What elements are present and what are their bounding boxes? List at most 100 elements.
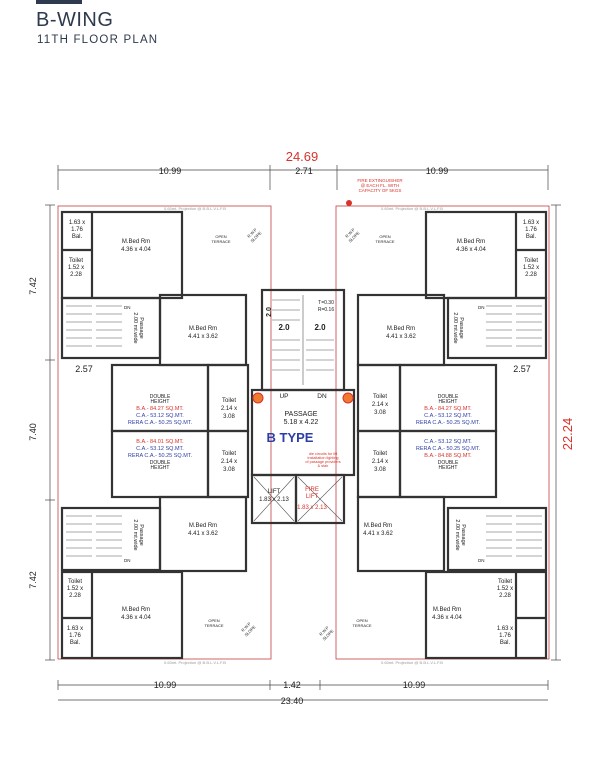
- svg-text:B.A.- 84.27 SQ.MT.: B.A.- 84.27 SQ.MT.: [136, 406, 184, 412]
- page-title: B-WING: [36, 9, 114, 31]
- svg-text:die circuits for lift: die circuits for lift: [309, 452, 338, 456]
- svg-text:4.36 x 4.04: 4.36 x 4.04: [121, 615, 151, 621]
- unit-middle-left: DOUBLE HEIGHT B.A.- 84.27 SQ.MT. C.A.- 5…: [128, 394, 237, 473]
- svg-text:2.28: 2.28: [69, 593, 81, 599]
- svg-text:4.41 x 3.62: 4.41 x 3.62: [188, 334, 218, 340]
- svg-text:4.36 x 4.04: 4.36 x 4.04: [432, 615, 462, 621]
- stair-down: DN: [317, 393, 327, 400]
- svg-text:C.A.- 53.12 SQ.MT.: C.A.- 53.12 SQ.MT.: [136, 413, 184, 419]
- svg-text:Toilet: Toilet: [222, 451, 236, 457]
- stair-treads: [66, 295, 542, 557]
- side-stair-markers: DN DN DN DN: [124, 305, 485, 563]
- svg-text:FIRE EXTINGUISHER: FIRE EXTINGUISHER: [357, 178, 403, 183]
- svg-text:Toilet: Toilet: [222, 398, 236, 404]
- walls: [60, 210, 548, 660]
- svg-text:4.41 x 3.62: 4.41 x 3.62: [386, 334, 416, 340]
- svg-text:1.52 x: 1.52 x: [68, 265, 84, 271]
- svg-text:HEIGHT: HEIGHT: [151, 465, 170, 471]
- svg-text:Passage: Passage: [138, 317, 144, 338]
- svg-text:3.08: 3.08: [374, 410, 386, 416]
- svg-text:1.52 x: 1.52 x: [497, 586, 513, 592]
- svg-text:2.0: 2.0: [314, 323, 326, 332]
- svg-text:0.60mt. Projection @ B.B.L.V.L: 0.60mt. Projection @ B.B.L.V.L.F.B: [164, 660, 226, 665]
- svg-text:Toilet: Toilet: [373, 394, 387, 400]
- svg-text:1.76: 1.76: [525, 227, 537, 233]
- svg-text:M.Bed Rm: M.Bed Rm: [457, 239, 485, 245]
- svg-text:DN: DN: [124, 558, 131, 563]
- svg-text:HEIGHT: HEIGHT: [439, 465, 458, 471]
- svg-text:LIFT: LIFT: [268, 489, 281, 495]
- svg-text:OPEN: OPEN: [356, 618, 367, 623]
- svg-text:M.Bed Rm: M.Bed Rm: [122, 607, 150, 613]
- svg-text:OPEN: OPEN: [208, 618, 219, 623]
- svg-text:OPEN: OPEN: [379, 234, 390, 239]
- svg-text:DN: DN: [478, 558, 485, 563]
- svg-text:1.52 x: 1.52 x: [523, 265, 539, 271]
- svg-text:R.W.P: R.W.P: [318, 625, 330, 637]
- svg-text:T=0.30: T=0.30: [318, 300, 334, 306]
- svg-text:1.63 x: 1.63 x: [67, 626, 83, 632]
- unit-left-bottom: M.Bed Rm 4.41 x 3.62 Passage 2.00 mt.wid…: [67, 519, 257, 646]
- dim-ledge-left: 2.57: [75, 364, 93, 374]
- svg-text:Bal.: Bal.: [500, 640, 511, 646]
- svg-text:DOUBLE: DOUBLE: [150, 394, 171, 400]
- svg-text:0.60mt. Projection @ B.B.L.V.L: 0.60mt. Projection @ B.B.L.V.L.F.B: [381, 660, 443, 665]
- dimension-lines: [45, 165, 561, 701]
- extinguisher-note: FIRE EXTINGUISHER @ EACH FL. WITH CAPACI…: [357, 178, 403, 193]
- svg-text:2.28: 2.28: [525, 272, 537, 278]
- svg-text:Bal.: Bal.: [72, 234, 83, 240]
- svg-text:DOUBLE: DOUBLE: [438, 460, 459, 466]
- unit-middle-right: DOUBLE HEIGHT B.A.- 84.27 SQ.MT. C.A.- 5…: [372, 394, 481, 473]
- svg-text:R.W.P: R.W.P: [344, 227, 356, 239]
- header-accent-bar: [36, 0, 82, 4]
- svg-text:Passage: Passage: [460, 524, 466, 545]
- svg-text:2.00 mt.wide: 2.00 mt.wide: [454, 519, 460, 550]
- projection-notes: 0.60mt. Projection @ B.B.L.V.L.F.B 0.60m…: [164, 206, 443, 665]
- dim-left-top: 7.42: [28, 277, 38, 295]
- svg-text:RERA C.A.- 50.25 SQ.MT.: RERA C.A.- 50.25 SQ.MT.: [416, 420, 481, 426]
- dimension-text: 24.69 10.99 2.71 10.99 10.99 1.42 10.99 …: [28, 149, 575, 706]
- svg-text:0.60mt. Projection @ B.B.L.V.L: 0.60mt. Projection @ B.B.L.V.L.F.B: [381, 206, 443, 211]
- page-subtitle: 11TH FLOOR PLAN: [37, 34, 159, 46]
- svg-text:C.A.- 53.12 SQ.MT.: C.A.- 53.12 SQ.MT.: [424, 413, 472, 419]
- svg-text:2.00 mt.wide: 2.00 mt.wide: [132, 312, 138, 343]
- svg-text:2.14 x: 2.14 x: [372, 459, 388, 465]
- svg-text:1.63 x: 1.63 x: [497, 626, 513, 632]
- dim-overall-right: 22.24: [560, 418, 575, 451]
- svg-text:Toilet: Toilet: [498, 579, 512, 585]
- svg-text:TERRACE: TERRACE: [375, 239, 394, 244]
- lift-shaft-marks: [253, 476, 343, 522]
- svg-text:2.14 x: 2.14 x: [372, 402, 388, 408]
- dim-overall-bottom: 23.40: [281, 696, 304, 706]
- dim-left-bot: 7.42: [28, 571, 38, 589]
- unit-right-bottom: M.Bed Rm 4.41 x 3.62 Passage 2.00 mt.wid…: [318, 519, 513, 646]
- svg-text:1.63 x: 1.63 x: [523, 220, 539, 226]
- dim-bot-left: 10.99: [154, 680, 177, 690]
- svg-text:2.14 x: 2.14 x: [221, 406, 237, 412]
- svg-text:RERA C.A.- 50.25 SQ.MT.: RERA C.A.- 50.25 SQ.MT.: [128, 420, 193, 426]
- svg-text:R=0.16: R=0.16: [318, 307, 334, 313]
- svg-text:4.41 x 3.62: 4.41 x 3.62: [188, 531, 218, 537]
- svg-text:LIFT: LIFT: [306, 494, 319, 500]
- svg-text:0.60mt. Projection @ B.B.L.V.L: 0.60mt. Projection @ B.B.L.V.L.F.B: [164, 206, 226, 211]
- svg-text:B.A.- 84.01 SQ.MT.: B.A.- 84.01 SQ.MT.: [136, 439, 184, 445]
- dim-overall-top: 24.69: [286, 149, 319, 164]
- svg-text:OPEN: OPEN: [215, 234, 226, 239]
- svg-text:2.28: 2.28: [70, 272, 82, 278]
- svg-text:& stair: & stair: [318, 464, 329, 468]
- svg-text:2.0: 2.0: [266, 307, 273, 317]
- svg-text:1.76: 1.76: [499, 633, 511, 639]
- svg-text:Toilet: Toilet: [373, 451, 387, 457]
- dim-top-right: 10.99: [426, 166, 449, 176]
- fire-extinguisher-markers: [252, 200, 354, 404]
- dim-left-mid: 7.40: [28, 423, 38, 441]
- svg-text:DN: DN: [124, 305, 131, 310]
- svg-text:3.08: 3.08: [223, 414, 235, 420]
- svg-text:TERRACE: TERRACE: [352, 623, 371, 628]
- svg-text:M.Bed Rm: M.Bed Rm: [189, 523, 217, 529]
- svg-text:1.52 x: 1.52 x: [67, 586, 83, 592]
- stair-up: UP: [279, 393, 288, 400]
- svg-text:DOUBLE: DOUBLE: [150, 460, 171, 466]
- svg-text:R.W.P: R.W.P: [240, 621, 252, 633]
- dim-top-left: 10.99: [159, 166, 182, 176]
